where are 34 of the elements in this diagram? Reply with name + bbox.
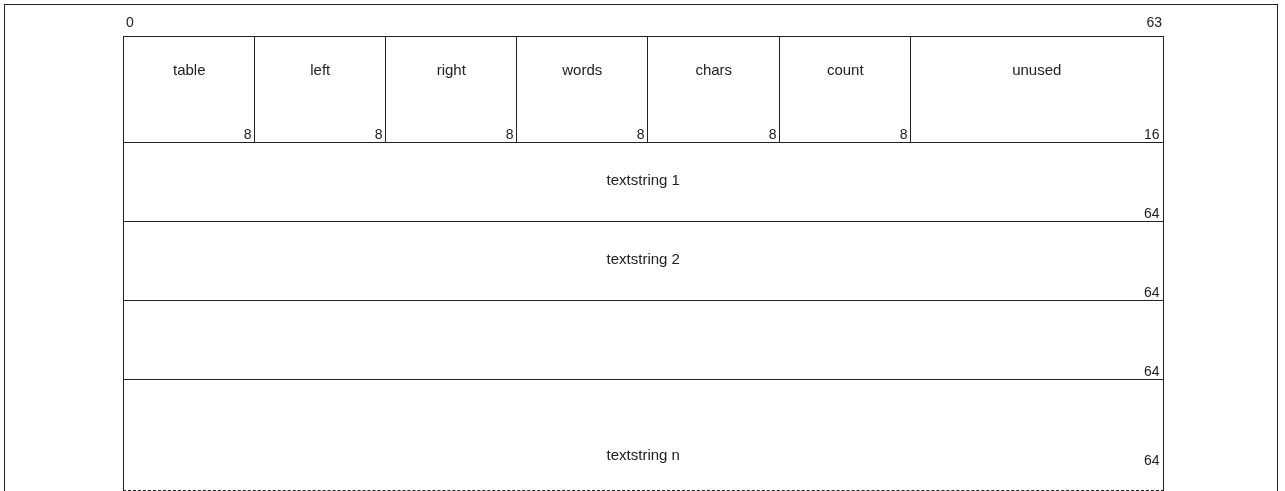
field-name: textstring 2 <box>606 250 680 267</box>
field-cell <box>385 36 518 144</box>
bit-width: 8 <box>243 126 252 142</box>
field-cell <box>123 36 256 144</box>
field-cell <box>254 36 387 144</box>
bit-width: 16 <box>1143 126 1160 142</box>
field-cell <box>647 36 781 144</box>
row-cell <box>123 379 1164 491</box>
bit-width: 8 <box>505 126 514 142</box>
field-name: textstring 1 <box>606 171 680 188</box>
field-name: words <box>562 61 603 78</box>
field-name: right <box>436 61 466 78</box>
row-cell <box>123 221 1164 302</box>
row-cell <box>123 300 1164 381</box>
bit-width: 8 <box>374 126 383 142</box>
field-name: unused <box>1012 61 1062 78</box>
bit-index: 0 <box>126 14 134 30</box>
bit-width: 64 <box>1143 363 1160 379</box>
field-name: count <box>826 61 864 78</box>
bit-width: 8 <box>768 126 777 142</box>
field-name: chars <box>695 61 733 78</box>
bit-width: 64 <box>1143 452 1160 468</box>
bit-index: 63 <box>1146 14 1162 30</box>
field-name: left <box>310 61 331 78</box>
field-name: table <box>173 61 206 78</box>
bit-width: 8 <box>636 126 645 142</box>
field-name: textstring n <box>606 446 680 463</box>
row-cell <box>123 142 1164 223</box>
field-cell <box>779 36 912 144</box>
field-cell <box>516 36 649 144</box>
bit-width: 64 <box>1143 205 1160 221</box>
field-cell <box>910 36 1164 144</box>
bit-width: 64 <box>1143 284 1160 300</box>
bit-width: 8 <box>899 126 908 142</box>
